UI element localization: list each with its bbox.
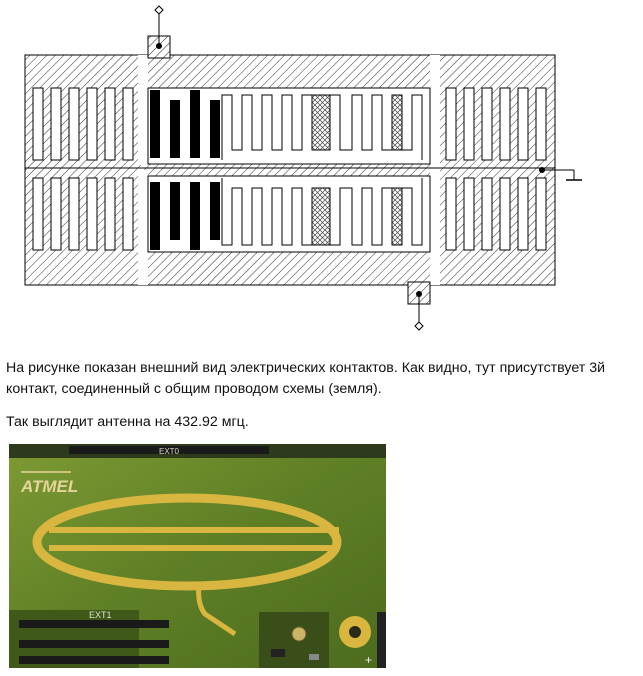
atmel-logo: ATMEL <box>20 477 78 496</box>
description-paragraph: На рисунке показан внешний вид электриче… <box>6 358 605 400</box>
description-line-1: На рисунке показан внешний вид электриче… <box>6 360 606 376</box>
board-label-ext0: EXT0 <box>159 447 180 456</box>
pcb-antenna-photo: EXT0 ATMEL EXT1 + <box>9 444 386 668</box>
electrode-contacts-diagram <box>24 5 582 331</box>
board-label-plus: + <box>365 653 372 667</box>
board-label-ext1: EXT1 <box>89 610 112 620</box>
antenna-caption: Так выглядит антенна на 432.92 мгц. <box>6 414 249 430</box>
description-line-2: контакт, соединенный с общим проводом сх… <box>6 381 382 397</box>
antenna-trace <box>32 493 342 637</box>
ground-symbol <box>539 167 582 181</box>
